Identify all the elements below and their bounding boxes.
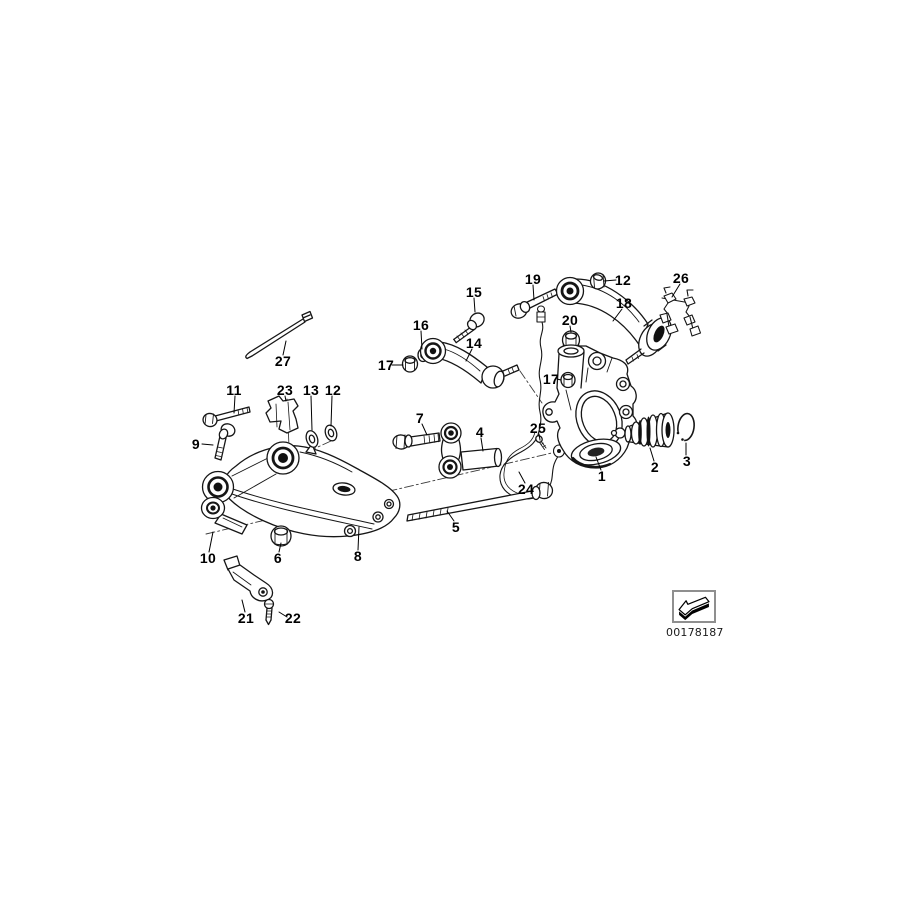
part-18-upper-control-arm [555,276,672,365]
part-22-bolt [263,598,275,626]
part-5-bolt [406,481,554,522]
callout-10: 10 [199,550,217,566]
callout-3: 3 [682,453,692,469]
part-11-bolt [202,406,251,428]
part-6-nut [270,525,292,547]
part-21-bracket [223,555,274,602]
callout-21: 21 [237,610,255,626]
part-3-snap-ring [674,412,695,443]
callout-24: 24 [517,481,535,497]
callout-9: 9 [191,436,201,452]
callout-13: 13 [302,382,320,398]
callout-17-right: 17 [542,371,560,387]
diagram-id: 00178187 [666,626,724,639]
callout-20: 20 [561,312,579,328]
callout-1: 1 [597,468,607,484]
part-19-bolt [510,288,559,319]
part-13-washer [305,430,319,448]
callout-26: 26 [672,270,690,286]
part-15-bolt [453,312,485,344]
part-7-bolt [392,432,441,450]
part-2-ball-joint-boot [610,412,675,448]
callout-7: 7 [415,410,425,426]
part-23-bracket [265,395,299,434]
part-17-nut-left [401,355,419,373]
callout-18: 18 [615,295,633,311]
part-10-bushing-bracket [200,496,248,535]
callout-19: 19 [524,271,542,287]
part-9-bolt [214,423,236,461]
diagram-stamp [672,590,716,623]
direction-arrow-icon [678,596,710,621]
part-8-trailing-arm [201,441,401,538]
callout-17-left: 17 [377,357,395,373]
callout-16: 16 [412,317,430,333]
part-26-retaining-clips [659,286,702,337]
leader-lines [201,279,687,618]
callout-12-left: 12 [324,382,342,398]
callout-11: 11 [226,382,242,398]
integral-link [438,422,462,479]
callout-25: 25 [529,420,547,436]
callout-22: 22 [284,610,302,626]
part-25-screw [535,435,547,450]
callout-12-top: 12 [614,272,632,288]
part-14-control-arm [419,337,520,389]
callout-2: 2 [650,459,660,475]
callout-6: 6 [273,550,283,566]
part-12-nut-top [589,272,607,290]
callout-4: 4 [475,424,485,440]
part-27-cable-strap [245,310,314,360]
callout-14: 14 [465,335,483,351]
callout-27: 27 [274,353,292,369]
part-12-washer-left [324,424,338,442]
callout-8: 8 [353,548,363,564]
part-4-pin [460,447,503,471]
callout-23: 23 [276,382,294,398]
callout-5: 5 [451,519,461,535]
part-17-nut-right [560,371,576,389]
callout-15: 15 [465,284,483,300]
